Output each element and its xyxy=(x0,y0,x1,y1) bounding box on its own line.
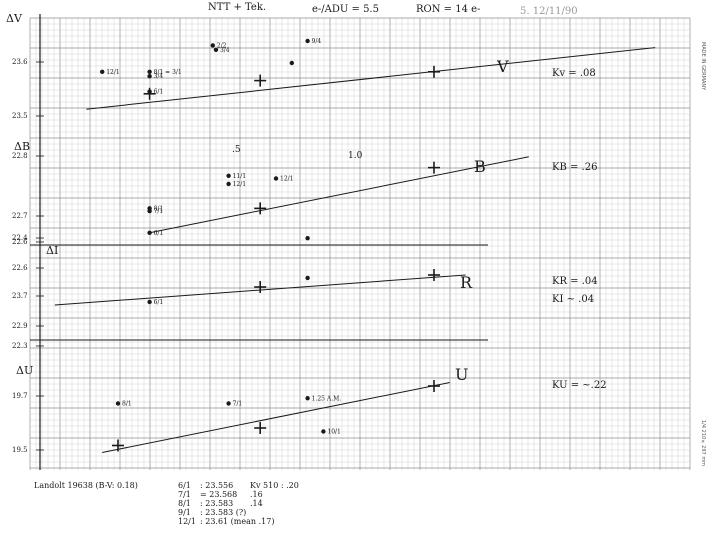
header-ron: RON = 14 e- xyxy=(416,4,480,15)
data-point xyxy=(305,38,310,44)
chart-axes: ΔV ΔB ΔI ΔU .5 1.0 xyxy=(6,12,488,470)
data-point-label: 11/1 xyxy=(233,173,246,180)
series-label: U xyxy=(455,365,468,384)
notes-row-date: 9/1 xyxy=(178,508,191,517)
series-label: R xyxy=(460,273,473,292)
data-point-label: 6/1 xyxy=(154,299,164,306)
data-point-label: 2/2 xyxy=(217,42,227,49)
paper-brand-label: MADE IN GERMANY xyxy=(700,42,706,91)
graph-paper-grid xyxy=(29,17,691,470)
y-tick-label: 19.7 xyxy=(12,392,28,400)
notes-row-value: : 23.556 xyxy=(200,481,233,490)
y-tick-label: 23.5 xyxy=(12,112,28,120)
k-coefficient-label: Kv = .08 xyxy=(552,68,596,79)
x-tick-label: 1.0 xyxy=(348,151,363,161)
series-label: V xyxy=(496,57,509,76)
k-coefficient-label: KI ~ .04 xyxy=(552,294,594,305)
x-tick-label: .5 xyxy=(232,145,241,155)
y-tick-label: 22.3 xyxy=(12,342,28,350)
notes-row-date: 6/1 xyxy=(178,481,191,490)
notes-row-kv: .16 xyxy=(250,490,263,499)
notes-comparison: Landolt 19638 (B-V: 0.18) xyxy=(34,481,138,490)
data-point xyxy=(210,43,215,48)
data-point-label: 7/1 xyxy=(233,401,243,408)
y-tick-label: 23.6 xyxy=(12,58,28,66)
axis-label: ΔU xyxy=(16,364,33,377)
data-point-label: 12/1 xyxy=(106,69,119,76)
notes-row-date: 7/1 xyxy=(178,490,191,499)
data-point-label: 8/1 = 3/1 xyxy=(154,69,182,76)
data-point xyxy=(100,69,105,75)
data-point xyxy=(305,236,310,241)
data-point xyxy=(273,176,279,181)
header-title: NTT + Tek. xyxy=(208,2,266,13)
notes-row-kv: Kv 510 : .20 xyxy=(250,481,299,490)
y-tick-label: 22.9 xyxy=(12,322,28,330)
notes-row-value: : 23.583 xyxy=(200,499,233,508)
y-tick-label: 22.7 xyxy=(12,212,28,220)
y-tick-label: 22.4 xyxy=(12,234,28,242)
series-label: B xyxy=(474,157,486,176)
data-point-label: 3/4 xyxy=(154,73,164,80)
data-point-label: 9/4 xyxy=(312,38,322,45)
data-point-label: 8/1 xyxy=(122,401,132,408)
data-point xyxy=(213,47,219,52)
data-point xyxy=(147,208,152,214)
notes-table: 6/1 : 23.556 Kv 510 : .20 7/1 = 23.568 .16 8/1… xyxy=(178,481,299,526)
data-point-label: 6/1 xyxy=(154,230,164,237)
notes-row-date: 12/1 xyxy=(178,517,196,526)
notes-row-date: 8/1 xyxy=(178,499,191,508)
y-tick-label: 19.5 xyxy=(12,446,28,454)
data-point-label: 8/1 xyxy=(154,205,164,212)
data-point xyxy=(147,74,152,79)
header-gain: e-/ADU = 5.5 xyxy=(312,4,379,15)
fit-line xyxy=(149,156,529,234)
data-point xyxy=(226,173,231,178)
axis-label: ΔB xyxy=(14,140,30,153)
data-point xyxy=(226,401,231,406)
y-tick-label: 22.8 xyxy=(12,152,28,160)
notes-row-kv: .14 xyxy=(250,499,263,508)
k-coefficient-label: KU = ~.22 xyxy=(552,380,607,391)
data-point xyxy=(226,181,231,187)
notes-row-value: = 23.568 xyxy=(200,490,237,499)
data-point xyxy=(305,275,310,281)
data-point-label: 1.25 A.M. xyxy=(312,395,342,402)
data-point-label: 12/1 xyxy=(233,181,246,188)
data-point xyxy=(147,230,152,235)
k-coefficient-label: KR = .04 xyxy=(552,276,598,287)
notes-row-value: : 23.61 (mean .17) xyxy=(200,517,274,526)
data-point-label: 12/1 xyxy=(280,176,293,183)
axis-label: ΔI xyxy=(46,244,58,257)
fit-line xyxy=(86,47,656,110)
data-point xyxy=(147,69,152,75)
header-date: 5. 12/11/90 xyxy=(520,6,578,17)
data-point xyxy=(147,299,152,305)
data-point xyxy=(147,89,152,94)
y-tick-label: 22.6 xyxy=(12,238,28,246)
k-coefficient-label: KB = .26 xyxy=(552,162,597,173)
notes-row-value: : 23.583 (?) xyxy=(200,508,246,517)
data-point-label: 10/1 xyxy=(327,429,340,436)
data-point-label: 3/4 xyxy=(220,47,230,54)
data-point-label: 6/1 xyxy=(154,89,164,96)
data-point xyxy=(321,429,326,434)
data-point xyxy=(289,60,294,66)
paper-code-label: 1/4 210×297 mm xyxy=(700,420,706,467)
data-point xyxy=(305,396,310,401)
fit-line xyxy=(102,382,450,453)
y-tick-label: 23.7 xyxy=(12,292,28,300)
y-tick-label: 22.6 xyxy=(12,264,28,272)
axis-label: ΔV xyxy=(6,12,23,25)
data-point-label: 7/1 xyxy=(154,208,164,215)
data-point xyxy=(115,401,121,406)
